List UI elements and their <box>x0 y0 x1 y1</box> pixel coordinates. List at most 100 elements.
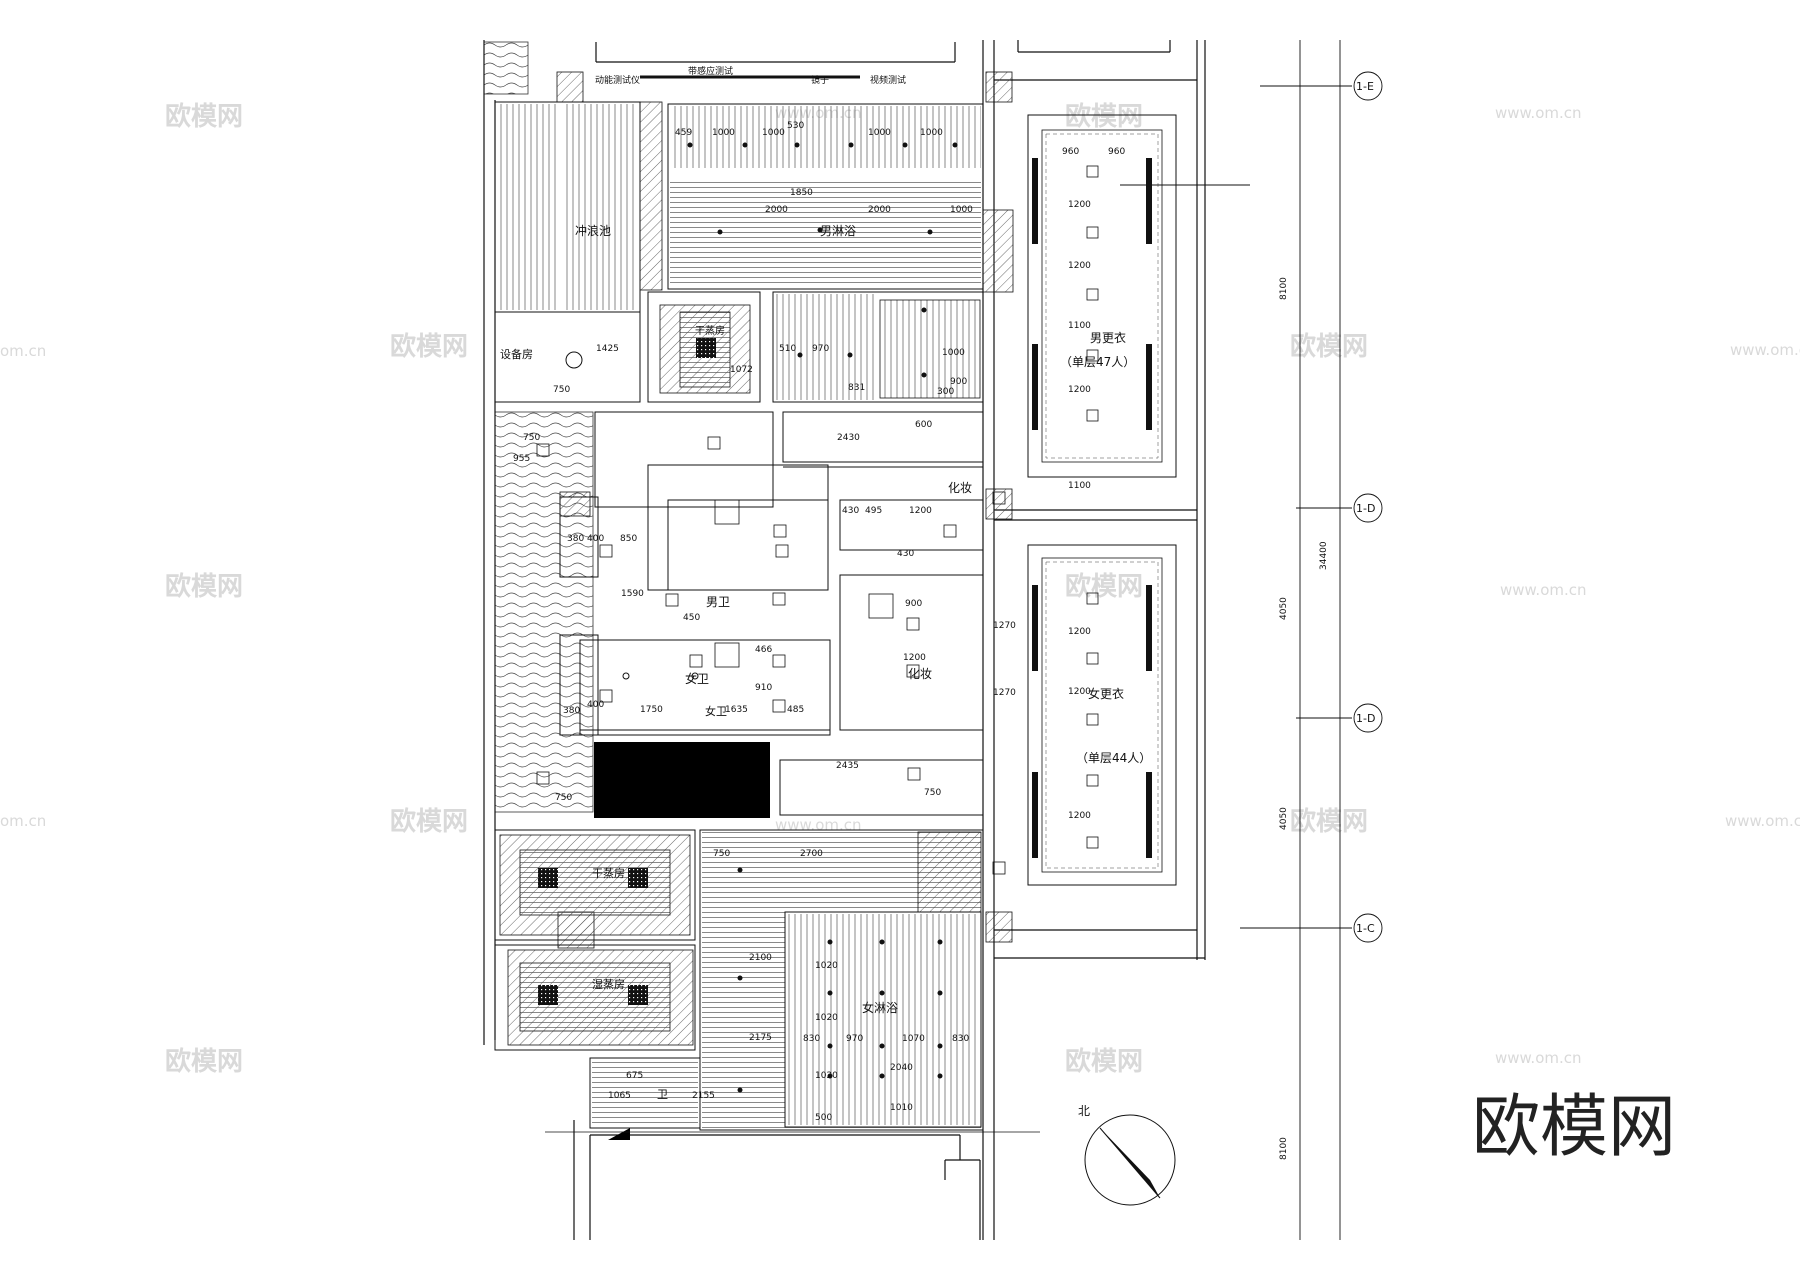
watermark: 欧模网 <box>165 1046 243 1077</box>
north-arrow <box>1084 1114 1176 1206</box>
female-shower-room <box>699 829 984 1131</box>
dimension: 400 <box>587 534 604 544</box>
grid-axis-label: 1-D <box>1356 502 1375 515</box>
heater-icon <box>696 338 716 358</box>
dimension: 1100 <box>1068 321 1091 331</box>
watermark: 欧模网 <box>1065 571 1143 602</box>
heater-icon <box>628 985 648 1005</box>
dimension: 1635 <box>725 705 748 715</box>
male-locker-room <box>1027 114 1177 478</box>
toilet-floor <box>592 1060 698 1126</box>
shower-floor-hatch <box>670 182 981 287</box>
female-locker-room <box>1027 544 1177 886</box>
dimension: 1020 <box>815 1013 838 1023</box>
dimension: 400 <box>587 700 604 710</box>
dimension: 1270 <box>993 688 1016 698</box>
steam-room-female <box>494 944 696 1051</box>
dimension: 530 <box>787 121 804 131</box>
dimension: 2040 <box>890 1063 913 1073</box>
watermark-url: www.om.cn <box>775 816 862 834</box>
male-locker-inner <box>1041 129 1163 463</box>
dimension: 2175 <box>749 1033 772 1043</box>
dry-sauna-male <box>647 291 761 403</box>
watermark-url: www.om.cn <box>1495 104 1582 122</box>
exterior-hatch <box>483 41 529 95</box>
dimension: 960 <box>1108 147 1125 157</box>
dimension: 1000 <box>950 205 973 215</box>
shower-wall <box>982 209 1014 293</box>
shower-head <box>797 352 803 358</box>
exterior-hatch <box>494 411 594 813</box>
shower-heads <box>737 867 943 1093</box>
watermark: 欧模网 <box>1290 806 1368 837</box>
dimension: 495 <box>865 506 882 516</box>
grid-axis-label: 1-D <box>1356 712 1375 725</box>
dimension: 830 <box>952 1034 969 1044</box>
dimension: 380 <box>567 534 584 544</box>
locker-blocks <box>1032 158 1152 430</box>
top-note: 带感应测试 <box>688 65 733 77</box>
dimension: 2700 <box>800 849 823 859</box>
shower-heads <box>687 142 958 235</box>
dimension: 910 <box>755 683 772 693</box>
male-shower-room <box>667 103 984 290</box>
room-label-male-toilet: 男卫 <box>706 595 730 609</box>
drain-icon <box>565 351 583 369</box>
dimension: 1000 <box>712 128 735 138</box>
watermark-url: www.om.cn <box>1500 581 1587 599</box>
dimension: 1000 <box>920 128 943 138</box>
dimension: 1100 <box>1068 481 1091 491</box>
dimension: 1000 <box>868 128 891 138</box>
locker-bench-outline <box>1045 561 1159 869</box>
ceiling-fixtures <box>1086 165 1099 422</box>
top-note: 动能测试仪 <box>595 74 640 86</box>
dimension: 955 <box>513 454 530 464</box>
dimension: 4050 <box>1279 807 1289 830</box>
dimension: 450 <box>683 613 700 623</box>
dimension: 2430 <box>837 433 860 443</box>
dimension: 1020 <box>815 961 838 971</box>
watermark-url: www.om.cn <box>1725 812 1800 830</box>
cubicle-hatch <box>879 299 981 399</box>
shower-cubicles <box>772 291 984 403</box>
room-label-equipment-room: 设备房 <box>500 347 533 361</box>
locker-blocks <box>1032 585 1152 858</box>
room-label-female-locker: 女更衣 <box>1088 686 1124 701</box>
dimension: 750 <box>555 793 572 803</box>
room-label-male-shower: 男淋浴 <box>820 224 856 238</box>
dimension: 4050 <box>1279 597 1289 620</box>
dimension: 850 <box>620 534 637 544</box>
room-label-plunge-pool: 冲浪池 <box>575 223 611 238</box>
pool-hatch <box>497 104 559 310</box>
dimension: 750 <box>924 788 941 798</box>
room-label-makeup: 化妆 <box>908 667 932 681</box>
dimension: 750 <box>713 849 730 859</box>
shower-floor-hatch <box>787 914 979 1125</box>
top-note: 镜子 <box>811 74 829 86</box>
shaft-block <box>594 742 770 818</box>
room-label-dry-sauna-male: 干蒸房 <box>695 324 725 337</box>
room-label-male-locker: 男更衣 <box>1090 330 1126 345</box>
room-label-toilet: 卫 <box>657 1088 668 1101</box>
dimension: 510 <box>779 344 796 354</box>
dimension: 960 <box>1062 147 1079 157</box>
pool-wall <box>639 101 663 291</box>
ceiling-fixtures <box>536 436 1006 875</box>
dimension: 1010 <box>890 1103 913 1113</box>
grid-axis-label: 1-C <box>1356 922 1375 935</box>
dimension: 970 <box>812 344 829 354</box>
dimension: 466 <box>755 645 772 655</box>
shower-head <box>847 352 853 358</box>
central-walls <box>559 411 984 816</box>
watermark-url: www.om.cn <box>1495 1049 1582 1067</box>
shower-wall <box>917 831 982 913</box>
grid-bubbles <box>1353 71 1383 943</box>
watermark: 欧模网 <box>1065 1046 1143 1077</box>
fixture-dot <box>622 672 630 680</box>
room-label-makeup: 化妆 <box>948 481 972 495</box>
dimension: 459 <box>675 128 692 138</box>
watermark: 欧模网 <box>1065 101 1143 132</box>
dimension-chain <box>1120 40 1352 1240</box>
dimension: 1750 <box>640 705 663 715</box>
fixture-dot <box>691 672 699 680</box>
